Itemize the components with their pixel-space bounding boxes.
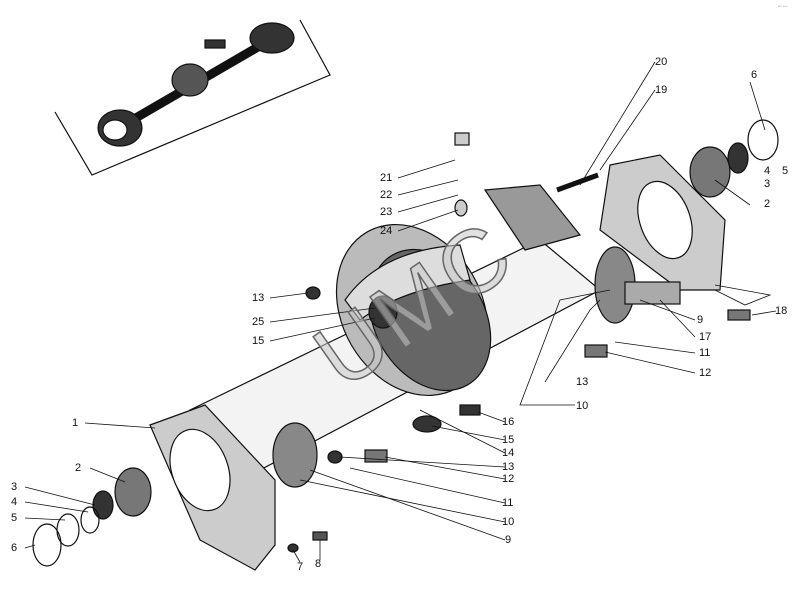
callout-11: 11 <box>502 497 514 509</box>
callout-19: 19 <box>655 84 668 96</box>
callout-10: 10 <box>576 400 589 412</box>
leader-lines <box>24 61 777 563</box>
callout-14: 14 <box>502 447 515 459</box>
callout-11: 11 <box>699 347 711 359</box>
callout-18: 18 <box>775 305 788 317</box>
callout-13: 13 <box>502 461 515 473</box>
assembled-axle-inset <box>54 19 331 176</box>
callout-13: 13 <box>252 292 265 304</box>
callout-1: 1 <box>72 417 79 429</box>
callout-17: 17 <box>699 331 712 343</box>
callout-5: 5 <box>782 165 789 177</box>
callout-25: 25 <box>252 316 265 328</box>
callout-8: 8 <box>315 558 322 570</box>
callout-6: 6 <box>751 69 758 81</box>
callout-4: 4 <box>11 496 18 508</box>
callout-9: 9 <box>697 314 704 326</box>
callout-22: 22 <box>380 189 393 201</box>
callout-2: 2 <box>75 462 82 474</box>
callout-23: 23 <box>380 206 393 218</box>
callout-2: 2 <box>764 198 771 210</box>
callout-5: 5 <box>11 512 18 524</box>
callout-13: 13 <box>576 376 589 388</box>
axle-housing <box>149 154 726 571</box>
callout-4: 4 <box>764 165 771 177</box>
callout-7: 7 <box>297 561 304 573</box>
callout-9: 9 <box>505 534 512 546</box>
callout-6: 6 <box>11 542 18 554</box>
callout-3: 3 <box>11 481 18 493</box>
callout-24: 24 <box>380 225 393 237</box>
callout-21: 21 <box>380 172 393 184</box>
callout-10: 10 <box>502 516 515 528</box>
corner-mark: ᵖᵐ ⁿⁿⁿ <box>778 4 788 9</box>
callout-15: 15 <box>252 335 265 347</box>
callout-20: 20 <box>655 56 668 68</box>
callout-16: 16 <box>502 416 515 428</box>
left-parts <box>32 467 328 567</box>
callout-3: 3 <box>764 178 771 190</box>
right-parts <box>305 119 779 464</box>
callout-12: 12 <box>502 473 515 485</box>
callout-15: 15 <box>502 434 515 446</box>
callout-12: 12 <box>699 367 712 379</box>
